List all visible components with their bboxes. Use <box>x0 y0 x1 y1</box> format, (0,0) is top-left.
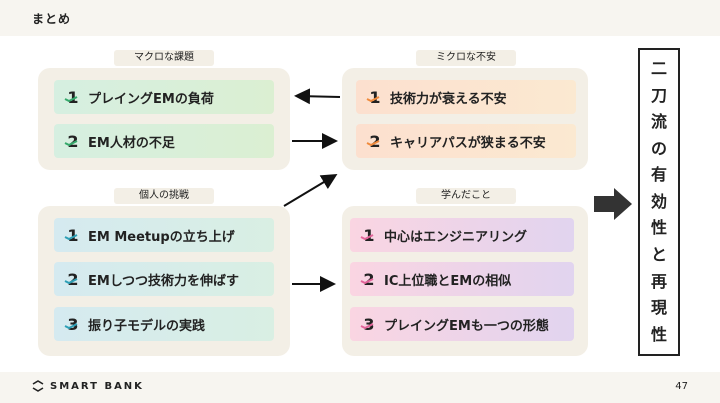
list-item: 2 キャリアパスが狭まる不安 <box>356 124 576 158</box>
conclusion-char: 現 <box>650 298 667 318</box>
list-item: 1 中心はエンジニアリング <box>350 218 574 252</box>
conclusion-char: 有 <box>650 165 667 185</box>
check-icon <box>360 233 374 240</box>
list-item: 2 IC上位職とEMの相似 <box>350 262 574 296</box>
page-number: 47 <box>675 381 688 392</box>
check-icon <box>64 233 78 240</box>
item-label: プレイングEMも一つの形態 <box>384 318 549 334</box>
conclusion-char: 流 <box>650 112 667 132</box>
conclusion-char: 二 <box>650 59 667 79</box>
item-number: 3 <box>62 315 84 334</box>
brand-logo: SMART BANK <box>32 380 144 392</box>
panel-micro-label: ミクロな不安 <box>416 50 516 66</box>
list-item: 2 EM人材の不足 <box>54 124 274 158</box>
item-number: 2 <box>358 270 380 289</box>
smartbank-logo-icon <box>32 380 44 392</box>
list-item: 1 プレイングEMの負荷 <box>54 80 274 114</box>
conclusion-char: 性 <box>650 324 667 344</box>
panel-personal-label: 個人の挑戦 <box>114 188 214 204</box>
list-item: 1 EM Meetupの立ち上げ <box>54 218 274 252</box>
conclusion-char: 効 <box>650 191 667 211</box>
check-icon <box>366 95 380 102</box>
check-icon <box>64 322 78 329</box>
item-label: EM Meetupの立ち上げ <box>88 229 235 245</box>
panel-macro-label: マクロな課題 <box>114 50 214 66</box>
item-label: キャリアパスが狭まる不安 <box>390 135 546 151</box>
conclusion-char: 再 <box>650 271 667 291</box>
item-label: 振り子モデルの実践 <box>88 318 206 334</box>
conclusion-char: 刀 <box>650 85 667 105</box>
item-label: IC上位職とEMの相似 <box>384 273 512 289</box>
brand-name: SMART BANK <box>50 380 144 392</box>
header-bar: まとめ <box>0 0 720 36</box>
check-icon <box>64 95 78 102</box>
item-number: 1 <box>62 88 84 107</box>
item-label: 技術力が衰える不安 <box>390 91 507 107</box>
check-icon <box>360 322 374 329</box>
check-icon <box>64 139 78 146</box>
item-number: 2 <box>364 132 386 151</box>
check-icon <box>360 277 374 284</box>
arrow-personal-to-micro <box>283 173 338 207</box>
check-icon <box>64 277 78 284</box>
arrow-micro-to-macro <box>294 88 341 105</box>
panel-learned-label: 学んだこと <box>416 188 516 204</box>
item-label: 中心はエンジニアリング <box>384 229 528 245</box>
item-number: 2 <box>62 270 84 289</box>
conclusion-char: の <box>650 138 667 158</box>
item-number: 1 <box>364 88 386 107</box>
list-item: 3 振り子モデルの実践 <box>54 307 274 341</box>
list-item: 3 プレイングEMも一つの形態 <box>350 307 574 341</box>
big-right-arrow-icon <box>594 188 632 220</box>
item-label: プレイングEMの負荷 <box>88 91 214 107</box>
item-number: 1 <box>358 226 380 245</box>
page-title: まとめ <box>32 12 72 26</box>
item-number: 2 <box>62 132 84 151</box>
check-icon <box>366 139 380 146</box>
conclusion-char: 性 <box>650 218 667 238</box>
conclusion-char: と <box>650 244 667 264</box>
item-number: 1 <box>62 226 84 245</box>
item-label: EM人材の不足 <box>88 135 175 151</box>
item-number: 3 <box>358 315 380 334</box>
item-label: EMしつつ技術力を伸ばす <box>88 273 240 289</box>
list-item: 2 EMしつつ技術力を伸ばす <box>54 262 274 296</box>
footer-bar: SMART BANK 47 <box>0 372 720 403</box>
conclusion-box: 二 刀 流 の 有 効 性 と 再 現 性 <box>638 48 680 356</box>
list-item: 1 技術力が衰える不安 <box>356 80 576 114</box>
